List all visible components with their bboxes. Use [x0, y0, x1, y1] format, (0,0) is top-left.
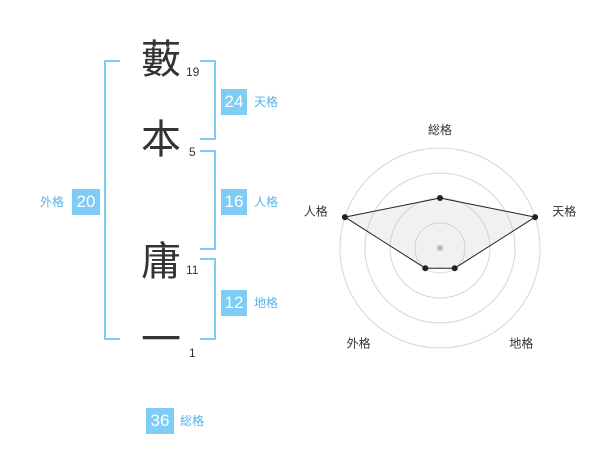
gaikaku-label: 外格	[40, 195, 65, 209]
stroke-count-2: 5	[189, 145, 196, 159]
tenkaku-value: 24	[221, 89, 247, 115]
soukaku-label: 総格	[180, 414, 205, 428]
stroke-count-3: 11	[186, 263, 199, 277]
radar-ring-1	[414, 222, 466, 274]
radar-point-0	[437, 195, 443, 201]
radar-axis-label-2: 地格	[509, 336, 533, 351]
chikaku-bracket	[200, 258, 216, 340]
soukaku-value: 36	[146, 408, 174, 434]
jinkaku-bracket	[200, 150, 216, 250]
name-char-3: 庸	[141, 239, 181, 285]
name-char-1: 藪	[141, 37, 181, 83]
gaikaku-value: 20	[72, 189, 100, 215]
radar-axis-label-1: 天格	[552, 204, 576, 219]
radar-data-area	[343, 197, 537, 269]
jinkaku-label: 人格	[254, 195, 279, 209]
radar-ring-4	[339, 147, 541, 349]
radar-point-4	[341, 214, 348, 221]
radar-point-3	[422, 265, 429, 272]
radar-ring-3	[364, 172, 516, 324]
stroke-count-4: 1	[189, 346, 196, 360]
radar-axis-label-3: 外格	[347, 336, 371, 351]
stroke-count-1: 19	[186, 65, 200, 79]
tenkaku-bracket	[200, 60, 216, 140]
radar-point-2	[451, 265, 458, 272]
gaikaku-bracket	[104, 60, 120, 340]
radar-axis-label-4: 人格	[304, 204, 328, 219]
radar-center-dot	[437, 245, 443, 251]
chikaku-value: 12	[221, 290, 247, 316]
jinkaku-value: 16	[221, 189, 247, 215]
radar-point-1	[532, 214, 539, 221]
chikaku-label: 地格	[254, 296, 279, 310]
name-char-4: 一	[141, 317, 181, 363]
name-char-2: 本	[141, 117, 181, 163]
radar-axis-label-0: 総格	[428, 122, 452, 137]
tenkaku-label: 天格	[254, 95, 279, 109]
